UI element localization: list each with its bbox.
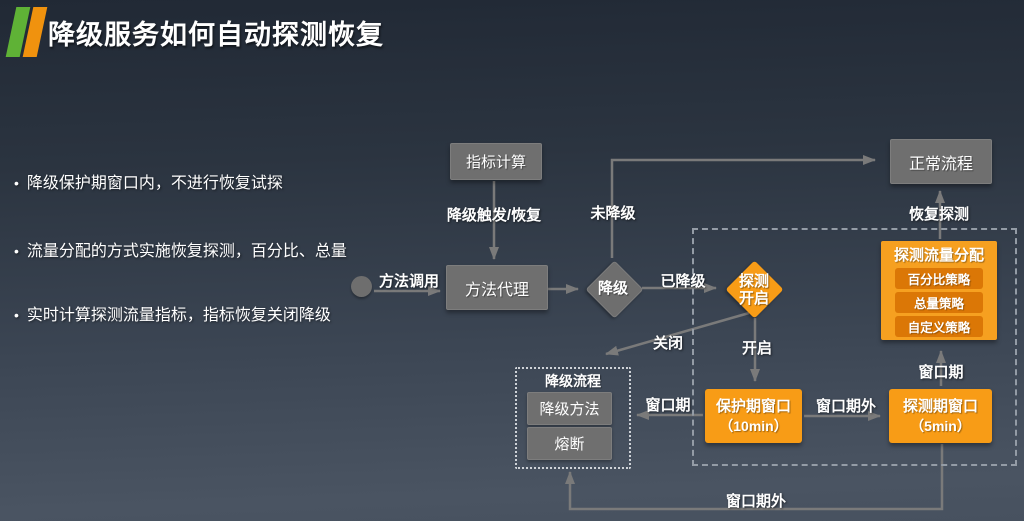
strategy-total: 总量策略 (895, 292, 983, 313)
node-probe-window: 探测期窗口 （5min） (889, 389, 992, 443)
bullet-item: 流量分配的方式实施恢复探测，百分比、总量 (12, 241, 372, 262)
edge-label-window-right: 窗口期 (918, 364, 964, 381)
edge-label-window-out-bottom: 窗口期外 (725, 493, 786, 510)
strategy-percent: 百分比策略 (895, 268, 983, 289)
probe-window-line2: （5min） (910, 418, 971, 434)
edge-label-close: 关闭 (652, 335, 683, 352)
node-metric-calc: 指标计算 (450, 143, 542, 180)
strategy-custom: 自定义策略 (895, 316, 983, 337)
edge-label-method-call: 方法调用 (378, 273, 439, 290)
edge-label-not-degraded: 未降级 (590, 205, 636, 222)
probe-window-line1: 探测期窗口 (902, 398, 978, 415)
bullet-item: 降级保护期窗口内，不进行恢复试探 (12, 173, 372, 194)
node-method-proxy: 方法代理 (446, 265, 548, 310)
page-title: 降级服务如何自动探测恢复 (48, 20, 384, 50)
edge-label-degraded: 已降级 (660, 273, 706, 290)
edge-label-recover-probe: 恢复探测 (908, 206, 969, 223)
protect-window-line1: 保护期窗口 (715, 398, 791, 415)
node-protect-window: 保护期窗口 （10min） (705, 389, 802, 443)
probe-on-line1: 探测 (738, 273, 769, 290)
start-node-circle (351, 276, 372, 297)
edge-label-degrade-trigger: 降级触发/恢复 (446, 207, 542, 224)
probe-region-dashed-box (692, 228, 1017, 466)
node-probe-traffic-allocation: 探测流量分配 百分比策略 总量策略 自定义策略 (881, 241, 997, 340)
protect-window-line2: （10min） (719, 418, 788, 434)
bullet-item: 实时计算探测流量指标，指标恢复关闭降级 (12, 305, 372, 326)
edge-label-open: 开启 (741, 340, 772, 357)
node-degrade-method: 降级方法 (527, 392, 612, 425)
probe-on-line2: 开启 (738, 290, 769, 307)
edge-label-window-left: 窗口期 (645, 397, 691, 414)
node-degrade-flow-group: 降级流程 降级方法 熔断 (515, 367, 631, 469)
probe-traffic-title: 探测流量分配 (893, 247, 984, 264)
node-probe-on-label: 探测 开启 (727, 273, 781, 307)
degrade-flow-title: 降级流程 (545, 373, 601, 389)
edge-label-window-out-mid: 窗口期外 (815, 398, 876, 415)
node-degrade-decision-label: 降级 (597, 280, 628, 297)
node-normal-flow: 正常流程 (890, 139, 992, 184)
node-circuit-break: 熔断 (527, 427, 612, 460)
